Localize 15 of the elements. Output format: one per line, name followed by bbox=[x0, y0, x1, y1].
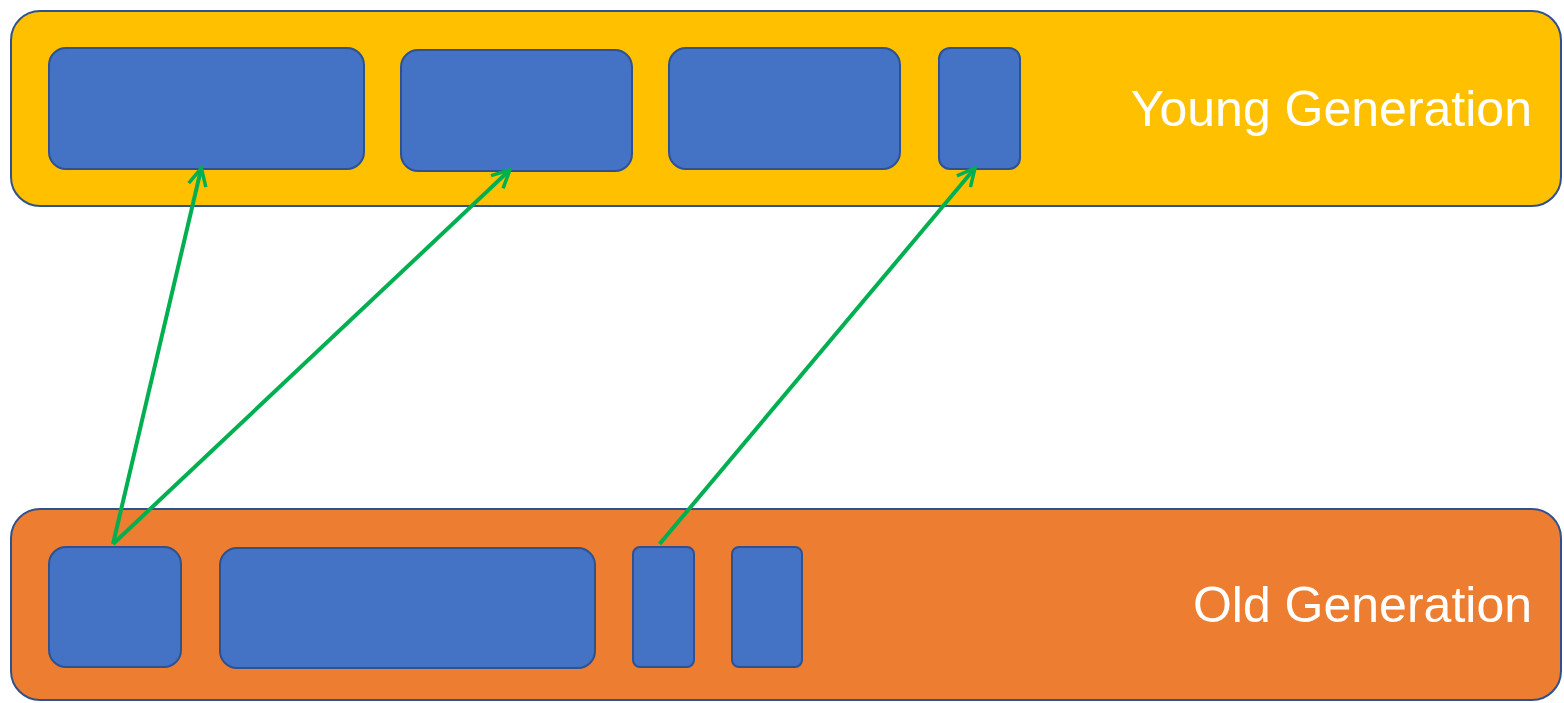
memory-block bbox=[632, 546, 695, 668]
arrow bbox=[111, 166, 208, 545]
memory-block bbox=[219, 547, 596, 669]
generation-panel bbox=[10, 10, 1562, 207]
memory-block bbox=[668, 47, 901, 170]
memory-block bbox=[731, 546, 803, 668]
arrow bbox=[658, 166, 977, 546]
memory-block bbox=[48, 47, 365, 170]
generation-panel bbox=[10, 508, 1562, 701]
panel-label: Old Generation bbox=[1192, 575, 1532, 635]
memory-block bbox=[400, 49, 633, 172]
arrow bbox=[111, 168, 512, 546]
panel-label: Young Generation bbox=[1130, 79, 1532, 139]
memory-block bbox=[48, 546, 182, 668]
memory-block bbox=[938, 47, 1021, 170]
